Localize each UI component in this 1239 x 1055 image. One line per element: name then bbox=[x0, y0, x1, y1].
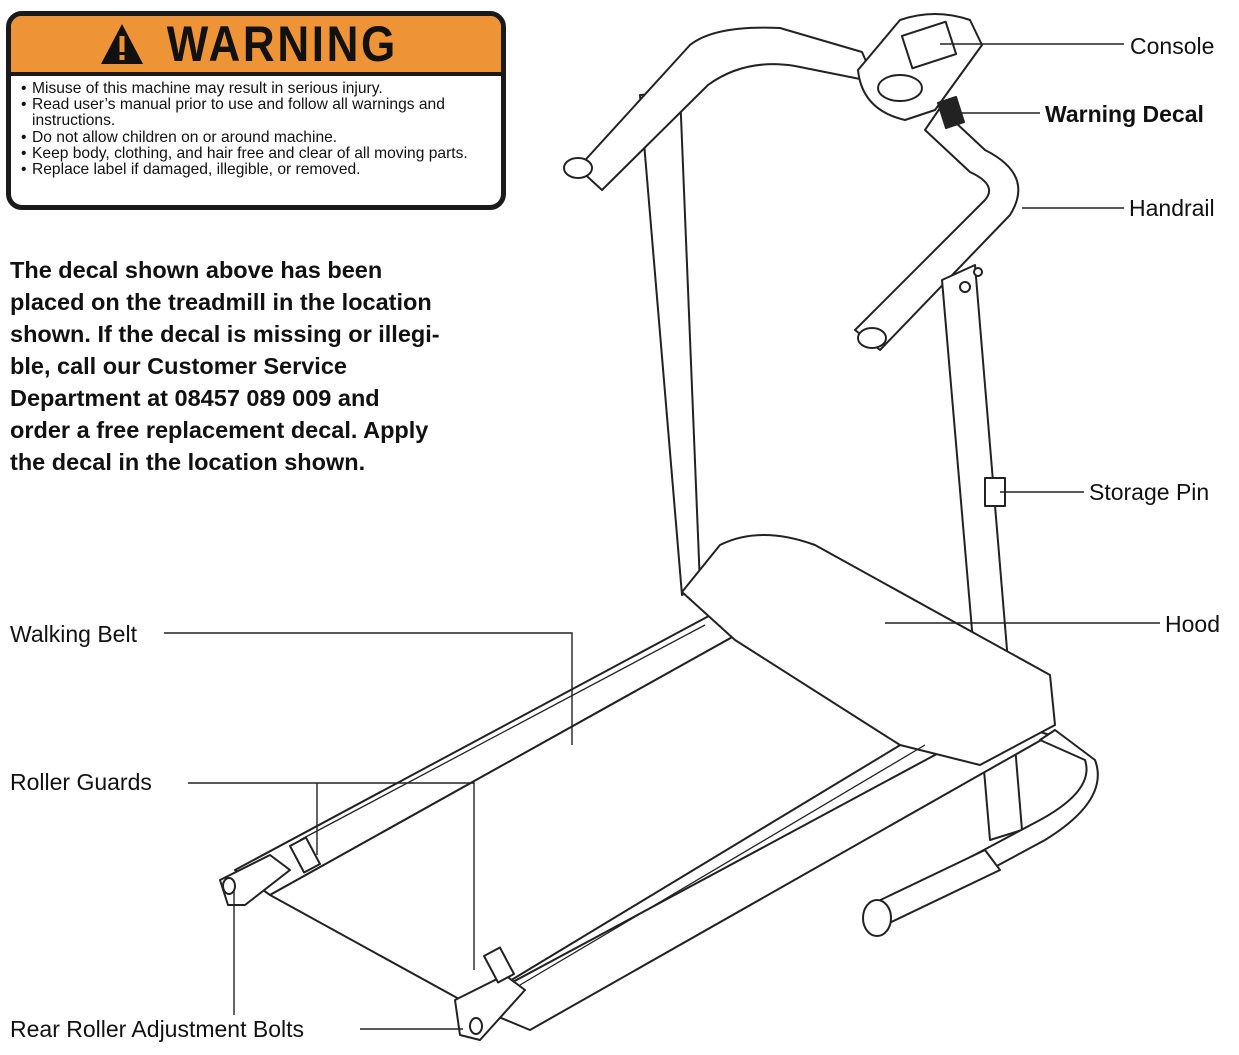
note-line: placed on the treadmill in the location bbox=[10, 289, 432, 315]
callout-console: Console bbox=[1130, 33, 1215, 59]
note-line: Department at 08457 089 009 and bbox=[10, 385, 380, 411]
callout-walking-belt: Walking Belt bbox=[10, 621, 137, 647]
decal-note: The decal shown above has been placed on… bbox=[10, 254, 510, 478]
rear-left-cap bbox=[219, 854, 291, 906]
warning-decal: WARNING Misuse of this machine may resul… bbox=[6, 11, 506, 210]
warning-item: Replace label if damaged, illegible, or … bbox=[21, 161, 493, 178]
hood bbox=[681, 534, 1056, 766]
warning-title: WARNING bbox=[166, 16, 398, 72]
callout-handrail: Handrail bbox=[1129, 195, 1215, 221]
note-line: the decal in the location shown. bbox=[10, 449, 366, 475]
warning-decal-marker bbox=[937, 96, 965, 129]
callout-roller-guards: Roller Guards bbox=[10, 769, 152, 795]
note-line: The decal shown above has been bbox=[10, 257, 383, 283]
warning-item: Do not allow children on or around machi… bbox=[21, 129, 493, 146]
callout-warning-decal: Warning Decal bbox=[1045, 101, 1204, 127]
warning-banner: WARNING bbox=[11, 16, 501, 76]
callout-hood: Hood bbox=[1165, 611, 1220, 637]
note-line: order a free replacement decal. Apply bbox=[10, 417, 429, 443]
callout-storage-pin: Storage Pin bbox=[1089, 479, 1210, 505]
warning-list: Misuse of this machine may result in ser… bbox=[11, 80, 501, 178]
warning-triangle-icon bbox=[100, 24, 143, 64]
warning-item: Misuse of this machine may result in ser… bbox=[21, 80, 493, 97]
handrail-tube bbox=[577, 26, 876, 191]
warning-item: Read user’s manual prior to use and foll… bbox=[21, 97, 493, 130]
note-line: shown. If the decal is missing or illegi… bbox=[10, 321, 440, 347]
warning-item: Keep body, clothing, and hair free and c… bbox=[21, 145, 493, 162]
note-line: ble, call our Customer Service bbox=[10, 353, 347, 379]
callout-rear-roller-adjustment-bolts: Rear Roller Adjustment Bolts bbox=[10, 1016, 305, 1042]
left-upright bbox=[639, 91, 701, 596]
handrail-right bbox=[854, 107, 1020, 351]
